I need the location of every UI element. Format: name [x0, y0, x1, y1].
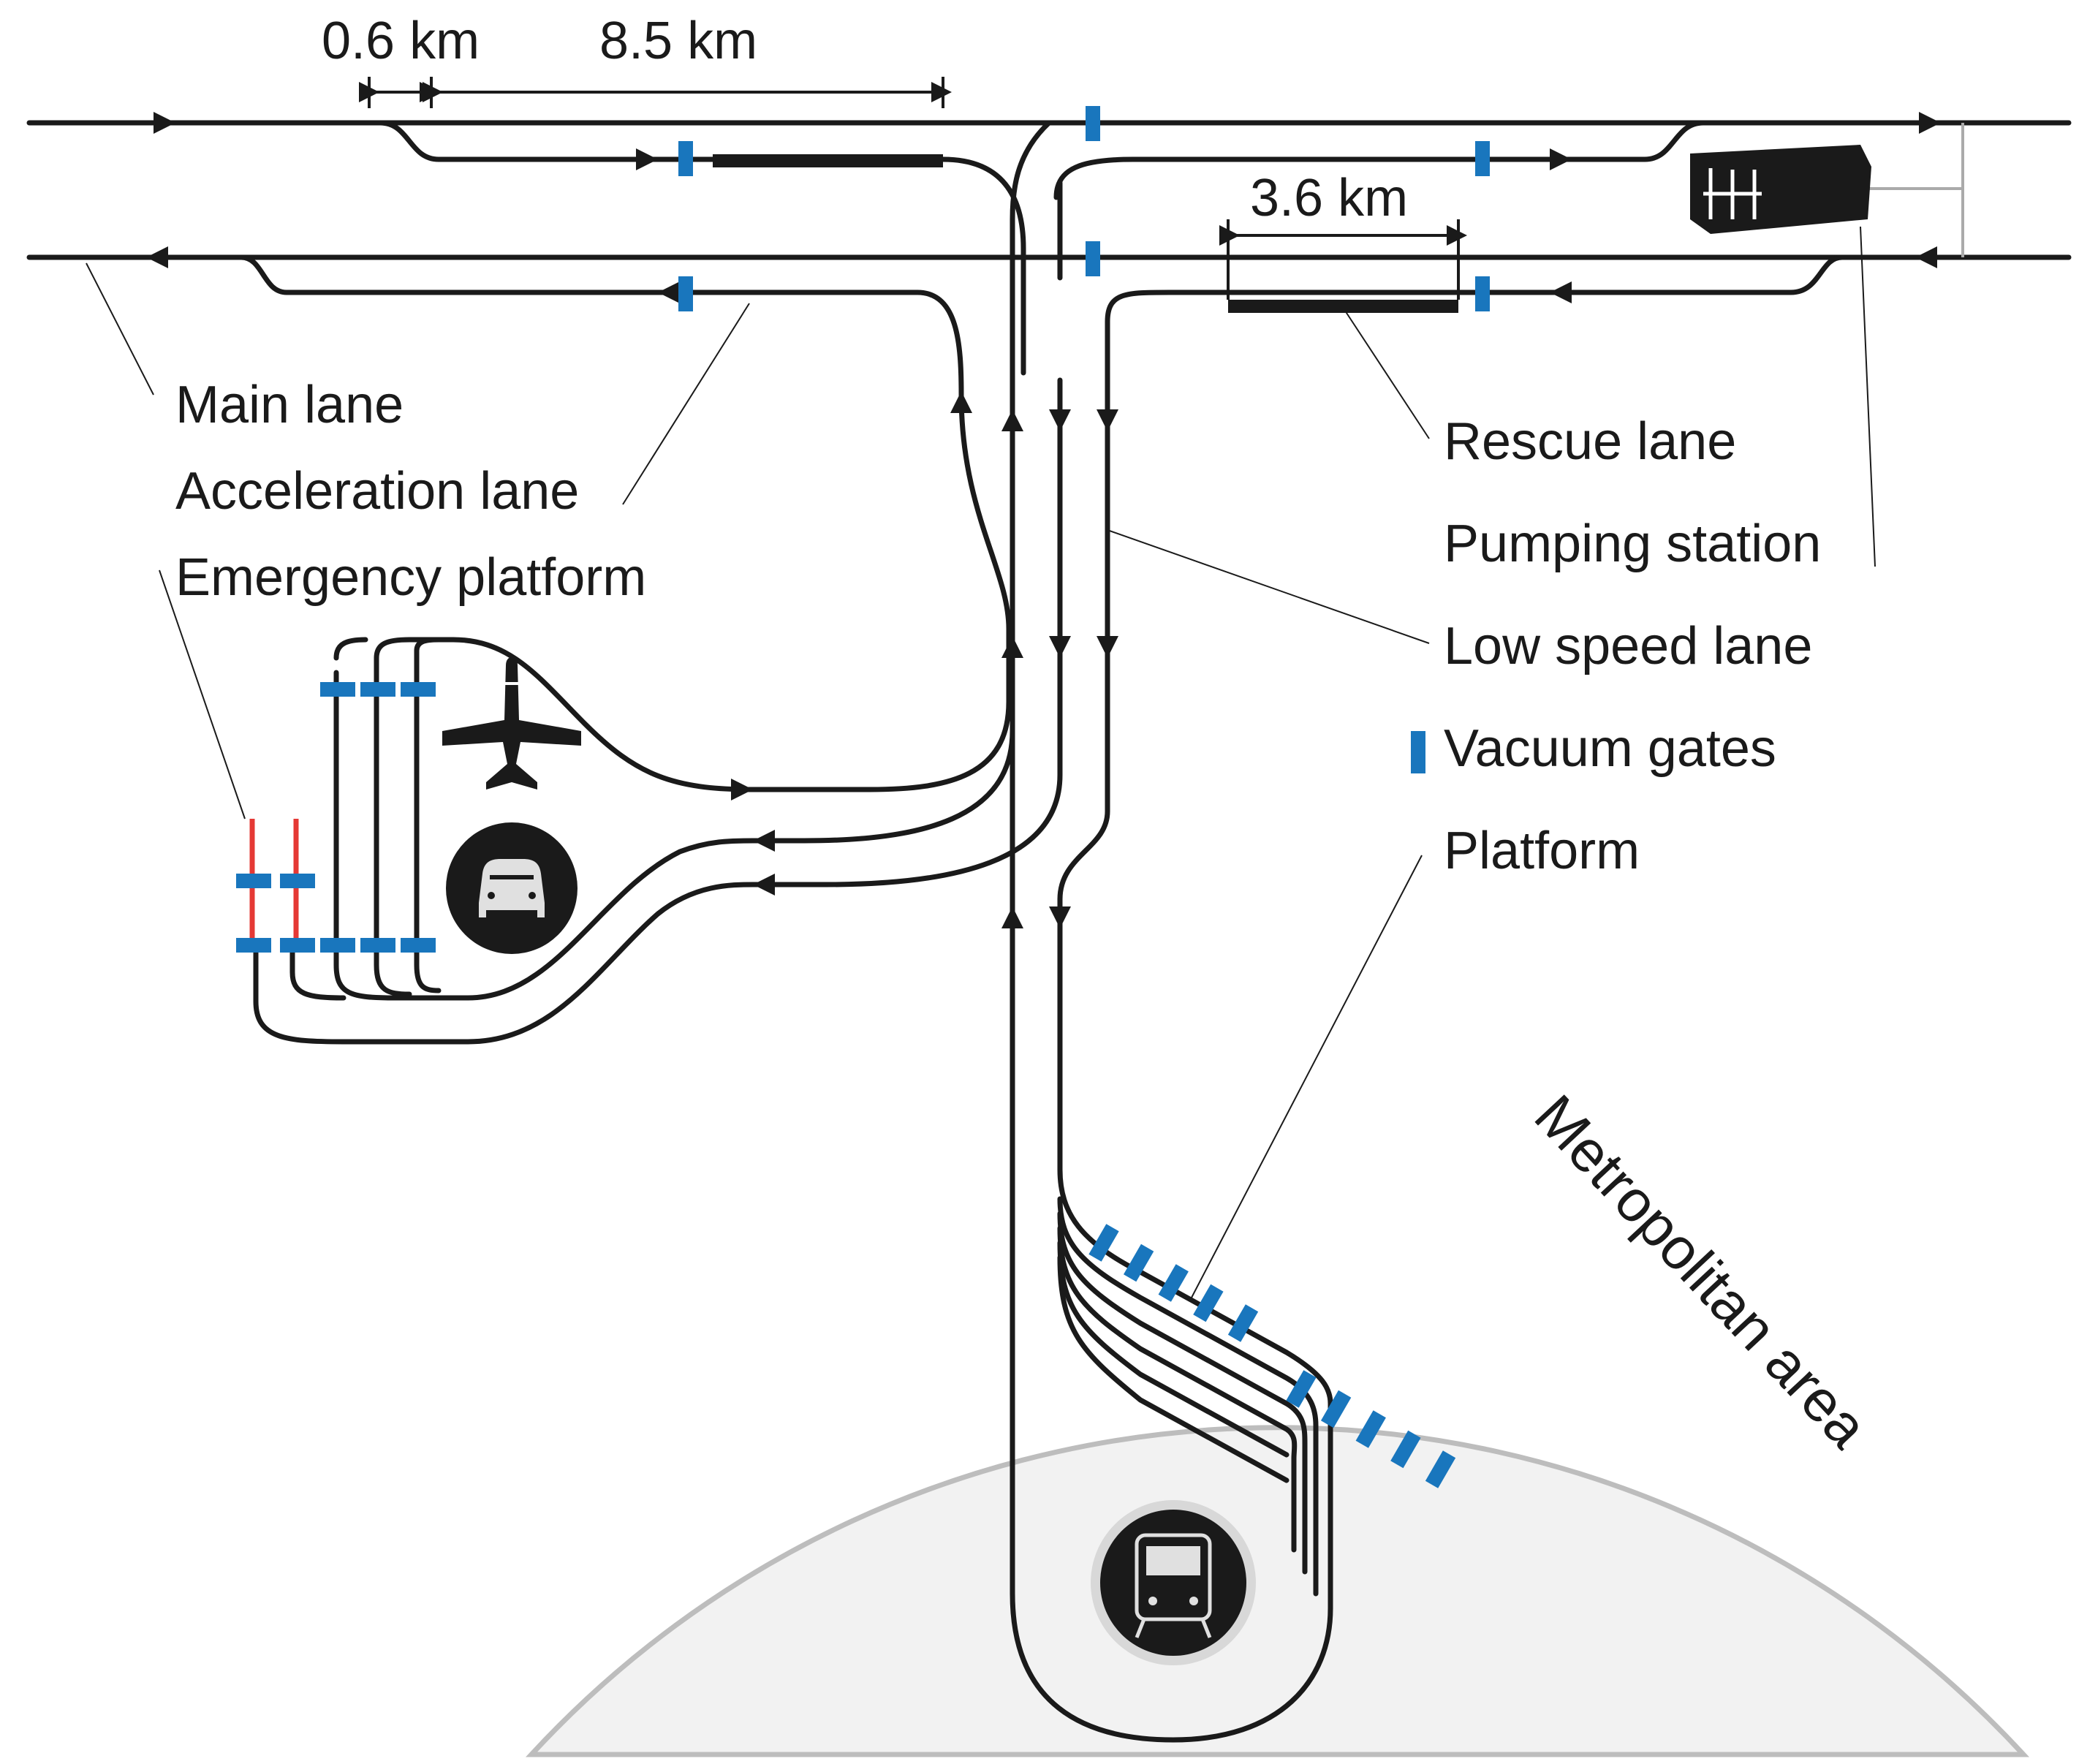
dimension-0-6km: 0.6 km	[322, 12, 480, 70]
car-icon	[446, 822, 577, 954]
metropolitan-area-label: Metropolitan area	[1523, 1083, 1881, 1460]
vacuum-gates-legend-marker	[1411, 731, 1425, 766]
label-low-speed-lane: Low speed lane	[1444, 617, 1812, 675]
label-platform: Platform	[1444, 822, 1640, 880]
dimension-8-5km: 8.5 km	[599, 12, 757, 70]
rescue-lane-bar-left	[713, 154, 943, 167]
upper-right-branch	[1053, 120, 1845, 939]
pumping-station-icon	[1690, 145, 1871, 234]
airplane-icon	[442, 656, 581, 790]
upper-left-branch	[238, 120, 1063, 887]
vacuum-gates	[236, 106, 1490, 1488]
dimension-3-6km: 3.6 km	[1250, 169, 1408, 227]
label-emergency-platform: Emergency platform	[175, 548, 646, 607]
label-pumping-station: Pumping station	[1444, 515, 1821, 573]
label-main-lane: Main lane	[175, 376, 404, 434]
label-rescue-lane: Rescue lane	[1444, 412, 1736, 471]
label-acceleration-lane: Acceleration lane	[175, 462, 579, 521]
dimension-markers	[359, 77, 1467, 300]
low-speed-lanes	[950, 391, 1333, 1743]
label-vacuum-gates: Vacuum gates	[1444, 719, 1776, 778]
train-icon	[1091, 1500, 1256, 1665]
emergency-platform-loops	[249, 637, 775, 1045]
leader-lines	[86, 226, 1876, 1298]
rescue-lane-bar-right	[1228, 300, 1458, 313]
